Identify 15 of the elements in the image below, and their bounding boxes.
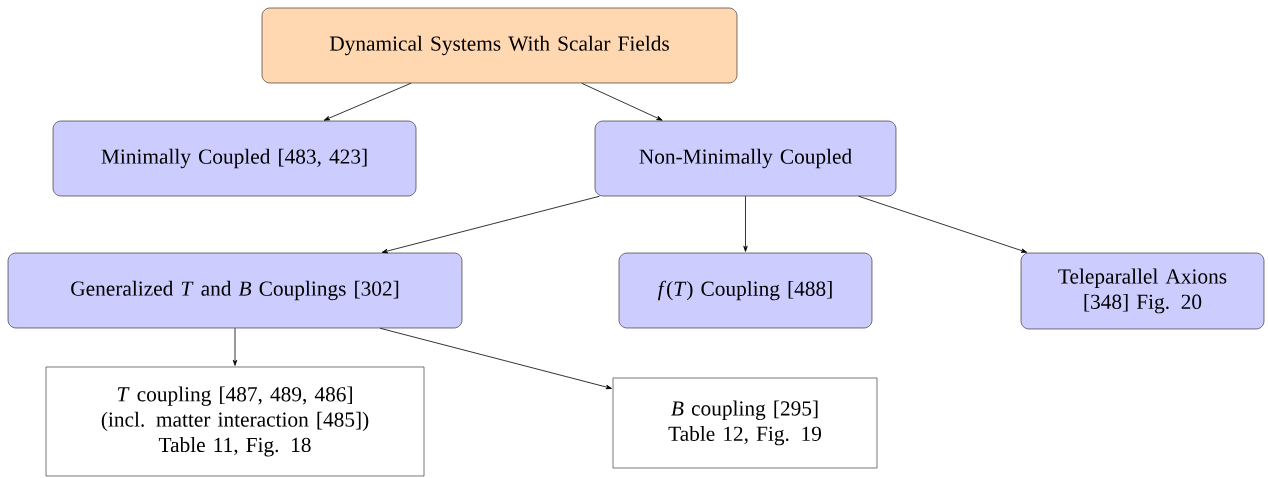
category-box: Minimally Coupled [483, 423] [52,120,417,197]
reference-box: B coupling [295] Table 12, Fig. 19 [612,377,878,469]
arrow [379,327,612,390]
arrow [743,195,748,252]
category-box: Generalized T and B Couplings [302] [7,252,463,329]
arrow [858,195,1028,253]
arrow [323,82,412,121]
category-box: Teleparallel Axions [348] Fig. 20 [1020,252,1265,330]
root-box: Dynamical Systems With Scalar Fields [261,7,738,84]
arrow [581,82,663,121]
arrow [381,195,600,254]
category-box: f(T) Coupling [488] [618,252,873,329]
reference-box: T coupling [487, 489, 486] (incl. matter interaction [485]) Table 11, Fig. 18 [45,366,425,477]
arrow [232,327,238,366]
category-box: Non-Minimally Coupled [594,120,897,197]
